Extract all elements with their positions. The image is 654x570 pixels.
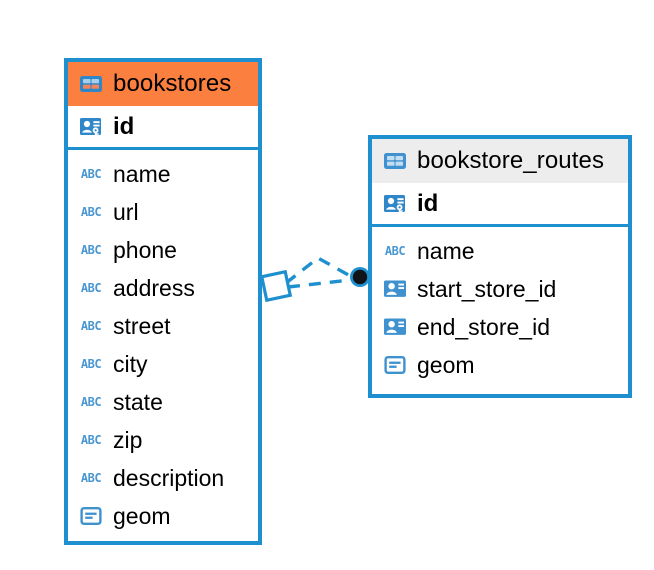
- primary-key-row-bookstores[interactable]: id: [68, 106, 258, 150]
- field-row-name[interactable]: ABC name: [372, 232, 628, 270]
- geometry-icon: [382, 352, 408, 378]
- field-list-bookstore-routes: ABC name start_store_id: [372, 227, 628, 390]
- primary-key-label: id: [417, 189, 439, 217]
- abc-text-icon: ABC: [80, 243, 102, 257]
- table-icon: [382, 148, 408, 174]
- abc-text-icon: ABC: [80, 357, 102, 371]
- field-label: address: [113, 274, 195, 301]
- primary-key-icon: [382, 191, 408, 217]
- diamond-outline-marker: [259, 269, 293, 303]
- field-label: geom: [417, 351, 475, 378]
- field-row-start-store-id[interactable]: start_store_id: [372, 270, 628, 308]
- foreign-key-icon: [382, 314, 408, 340]
- field-row-end-store-id[interactable]: end_store_id: [372, 308, 628, 346]
- abc-text-icon: ABC: [80, 471, 102, 485]
- entity-header-bookstore-routes[interactable]: bookstore_routes: [372, 139, 628, 183]
- abc-text-icon: ABC: [80, 281, 102, 295]
- entity-title: bookstore_routes: [417, 147, 605, 174]
- primary-key-label: id: [113, 112, 135, 140]
- field-row-zip[interactable]: ABC zip: [68, 421, 258, 459]
- filled-circle-marker: [350, 267, 370, 287]
- entity-bookstore-routes[interactable]: bookstore_routes id ABC: [368, 135, 632, 398]
- field-label: street: [113, 312, 171, 339]
- abc-text-icon: ABC: [384, 244, 406, 258]
- field-label: geom: [113, 502, 171, 529]
- field-row-state[interactable]: ABC state: [68, 383, 258, 421]
- entity-header-bookstores[interactable]: bookstores: [68, 62, 258, 106]
- field-label: start_store_id: [417, 275, 557, 302]
- relationship-line-lower: [287, 278, 351, 289]
- abc-text-icon: ABC: [80, 395, 102, 409]
- abc-text-icon: ABC: [80, 433, 102, 447]
- relationship-line-upper: [284, 255, 353, 285]
- field-label: state: [113, 388, 163, 415]
- field-row-geom[interactable]: geom: [372, 346, 628, 384]
- field-row-url[interactable]: ABC url: [68, 193, 258, 231]
- field-row-phone[interactable]: ABC phone: [68, 231, 258, 269]
- abc-text-icon: ABC: [80, 167, 102, 181]
- field-label: end_store_id: [417, 313, 550, 340]
- geometry-icon: [78, 503, 104, 529]
- field-row-description[interactable]: ABC description: [68, 459, 258, 497]
- abc-text-icon: ABC: [80, 205, 102, 219]
- primary-key-icon: [78, 114, 104, 140]
- table-icon: [78, 71, 104, 97]
- field-row-street[interactable]: ABC street: [68, 307, 258, 345]
- foreign-key-icon: [382, 276, 408, 302]
- primary-key-row-bookstore-routes[interactable]: id: [372, 183, 628, 227]
- field-label: description: [113, 464, 225, 491]
- entity-title: bookstores: [113, 70, 232, 97]
- abc-text-icon: ABC: [80, 319, 102, 333]
- field-row-name[interactable]: ABC name: [68, 155, 258, 193]
- entity-bookstores[interactable]: bookstores id ABC: [64, 58, 262, 545]
- field-label: name: [113, 160, 171, 187]
- field-row-address[interactable]: ABC address: [68, 269, 258, 307]
- field-row-city[interactable]: ABC city: [68, 345, 258, 383]
- field-label: url: [113, 198, 139, 225]
- field-label: zip: [113, 426, 143, 453]
- field-label: city: [113, 350, 148, 377]
- field-label: phone: [113, 236, 177, 263]
- field-label: name: [417, 237, 475, 264]
- field-row-geom[interactable]: geom: [68, 497, 258, 535]
- field-list-bookstores: ABC name ABC url ABC phone ABC address A…: [68, 150, 258, 541]
